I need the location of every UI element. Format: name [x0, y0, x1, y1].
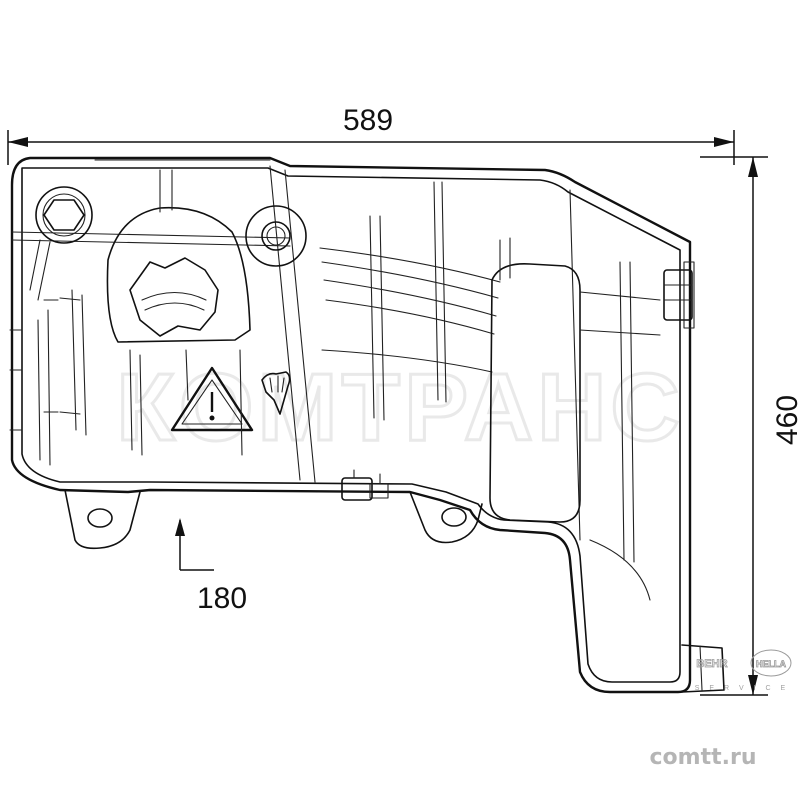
level-sensor — [341, 469, 389, 501]
mounting-lug-center — [409, 491, 483, 544]
side-connector — [663, 261, 695, 329]
tank-body — [10, 156, 692, 694]
behr-logo: BEHR — [696, 658, 728, 671]
bottom-outlet — [681, 644, 725, 693]
internal-ribs — [9, 181, 501, 466]
hella-logo: HELLA — [750, 649, 792, 677]
site-domain: comtt.ru — [650, 745, 757, 770]
depth-label: 180 — [197, 582, 247, 615]
hot-hand-icon — [261, 371, 291, 415]
filler-cap-housing — [106, 169, 251, 343]
right-chamber — [489, 237, 661, 601]
mounting-lug-left — [64, 489, 141, 550]
depth-dimension: 180 — [175, 518, 247, 615]
height-label: 460 — [771, 395, 800, 445]
hex-plug — [29, 186, 93, 301]
watermark-text: КОМТРАНС — [116, 354, 683, 461]
width-label: 589 — [343, 104, 393, 137]
width-dimension: 589 — [7, 104, 735, 165]
height-dimension: 460 — [700, 156, 800, 696]
logo-subtitle: S E R V I C E — [695, 685, 789, 692]
svg-text:BEHR: BEHR — [696, 658, 727, 670]
warning-triangle-icon — [170, 366, 254, 432]
svg-text:HELLA: HELLA — [756, 659, 786, 669]
outlet-port — [245, 205, 307, 267]
